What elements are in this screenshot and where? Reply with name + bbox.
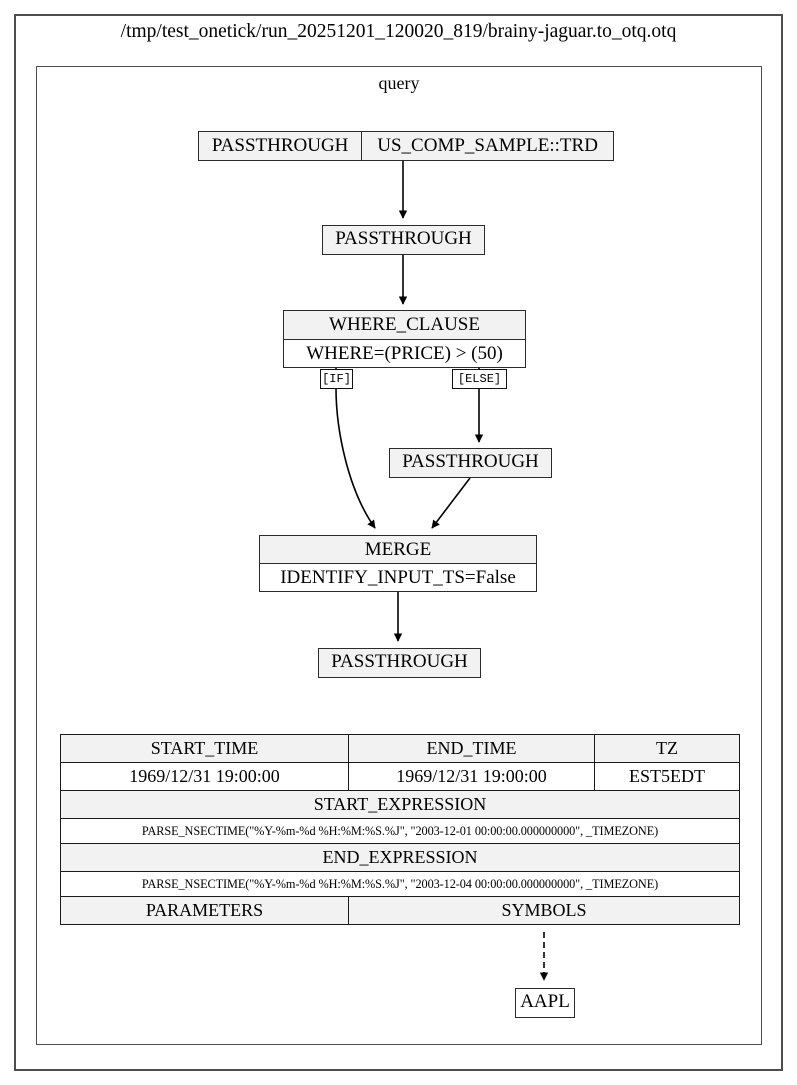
table-row-start-expression-value: PARSE_NSECTIME("%Y-%m-%d %H:%M:%S.%J", "… bbox=[60, 818, 740, 844]
header-start-time: START_TIME bbox=[60, 734, 349, 763]
value-end-time: 1969/12/31 19:00:00 bbox=[348, 762, 595, 791]
table-row-end-expression-value: PARSE_NSECTIME("%Y-%m-%d %H:%M:%S.%J", "… bbox=[60, 871, 740, 897]
edge-label-if: [IF] bbox=[320, 369, 353, 389]
node-symbol-aapl[interactable]: AAPL bbox=[515, 988, 575, 1018]
node-merge[interactable]: MERGE IDENTIFY_INPUT_TS=False bbox=[259, 535, 537, 592]
query-parameters-table: START_TIME END_TIME TZ 1969/12/31 19:00:… bbox=[60, 734, 740, 925]
header-symbols: SYMBOLS bbox=[348, 896, 740, 925]
node-source-db-label: US_COMP_SAMPLE::TRD bbox=[361, 132, 613, 160]
table-row-footer-headers: PARAMETERS SYMBOLS bbox=[60, 896, 740, 925]
header-parameters: PARAMETERS bbox=[60, 896, 349, 925]
value-end-expression: PARSE_NSECTIME("%Y-%m-%d %H:%M:%S.%J", "… bbox=[60, 871, 740, 897]
query-cluster-label: query bbox=[378, 73, 420, 93]
table-row-end-expression-header: END_EXPRESSION bbox=[60, 843, 740, 872]
node-merge-header: MERGE bbox=[260, 536, 536, 564]
file-path-title: /tmp/test_onetick/run_20251201_120020_81… bbox=[120, 21, 677, 42]
header-end-time: END_TIME bbox=[348, 734, 595, 763]
value-start-time: 1969/12/31 19:00:00 bbox=[60, 762, 349, 791]
node-passthrough-else[interactable]: PASSTHROUGH bbox=[389, 448, 552, 478]
node-source-op-label: PASSTHROUGH bbox=[211, 135, 349, 156]
table-row-time-headers: START_TIME END_TIME TZ bbox=[60, 734, 740, 763]
value-tz: EST5EDT bbox=[594, 762, 740, 791]
table-row-start-expression-header: START_EXPRESSION bbox=[60, 790, 740, 819]
edge-label-else: [ELSE] bbox=[452, 369, 507, 389]
node-merge-body: IDENTIFY_INPUT_TS=False bbox=[260, 564, 536, 591]
node-passthrough-2[interactable]: PASSTHROUGH bbox=[322, 225, 485, 255]
node-where-clause[interactable]: WHERE_CLAUSE WHERE=(PRICE) > (50) bbox=[283, 310, 526, 368]
table-row-time-values: 1969/12/31 19:00:00 1969/12/31 19:00:00 … bbox=[60, 762, 740, 791]
node-where-clause-body: WHERE=(PRICE) > (50) bbox=[284, 340, 525, 367]
value-start-expression: PARSE_NSECTIME("%Y-%m-%d %H:%M:%S.%J", "… bbox=[60, 818, 740, 844]
node-where-clause-header: WHERE_CLAUSE bbox=[284, 311, 525, 340]
header-start-expression: START_EXPRESSION bbox=[60, 790, 740, 819]
node-passthrough-final[interactable]: PASSTHROUGH bbox=[318, 648, 481, 678]
header-tz: TZ bbox=[594, 734, 740, 763]
header-end-expression: END_EXPRESSION bbox=[60, 843, 740, 872]
node-source-passthrough[interactable]: PASSTHROUGH US_COMP_SAMPLE::TRD bbox=[198, 131, 614, 161]
